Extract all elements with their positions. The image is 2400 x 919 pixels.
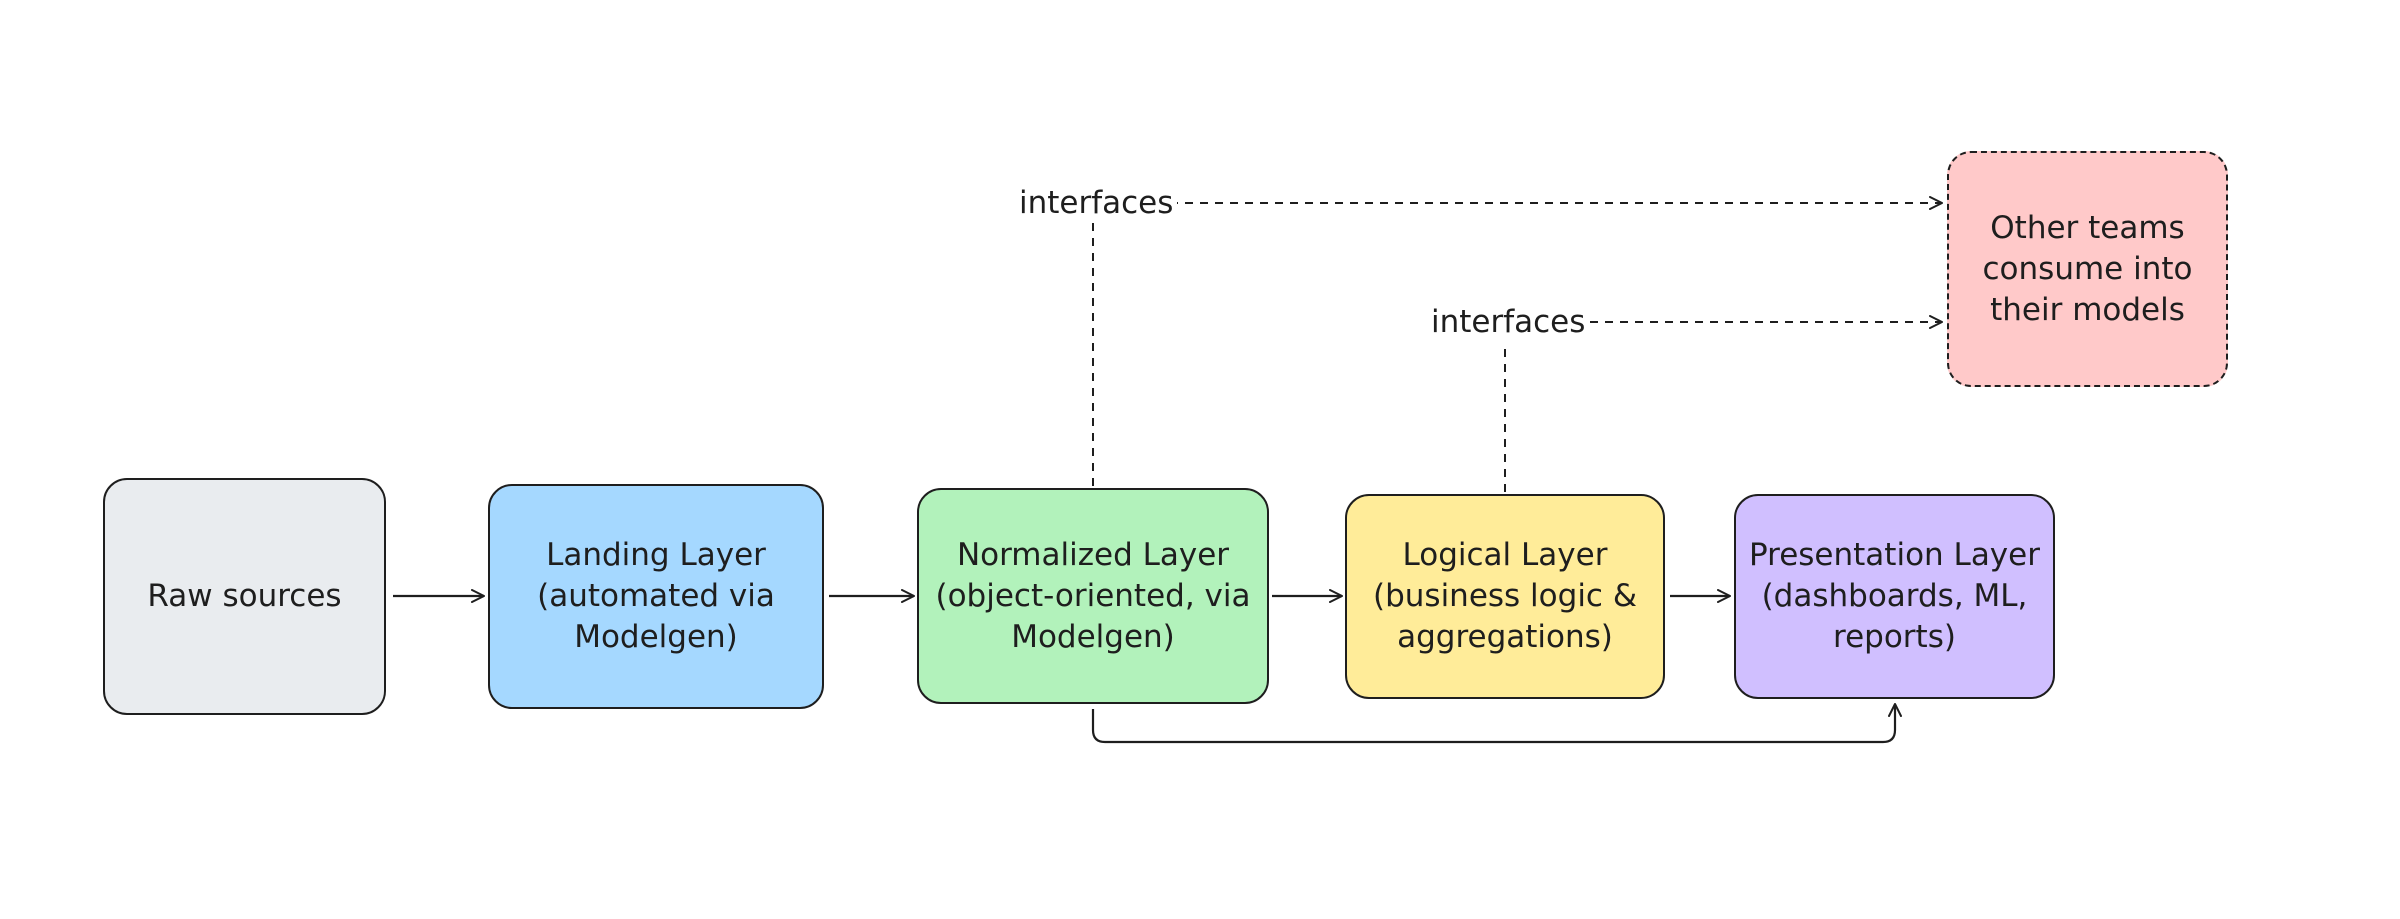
- logical-layer-node: Logical Layer (business logic & aggregat…: [1345, 494, 1665, 699]
- logical-layer-label: Logical Layer (business logic & aggregat…: [1373, 537, 1637, 655]
- normalized-interfaces-label: interfaces: [1015, 183, 1178, 223]
- presentation-layer-node: Presentation Layer (dashboards, ML, repo…: [1734, 494, 2055, 699]
- logical-interfaces-label: interfaces: [1427, 302, 1590, 342]
- raw-sources-label: Raw sources: [147, 578, 342, 614]
- normalized-layer-node: Normalized Layer (object-oriented, via M…: [917, 488, 1269, 704]
- other-teams-node: Other teams consume into their models: [1947, 151, 2228, 387]
- raw-sources-node: Raw sources: [103, 478, 386, 715]
- landing-layer-label: Landing Layer (automated via Modelgen): [537, 537, 775, 655]
- arrow-logical-interfaces: [1504, 315, 1943, 492]
- arrow-normalized-interfaces: [1092, 196, 1943, 486]
- other-teams-label: Other teams consume into their models: [1982, 209, 2193, 328]
- arrow-normalized-to-presentation: [1091, 703, 1902, 744]
- normalized-layer-label: Normalized Layer (object-oriented, via M…: [935, 536, 1251, 655]
- landing-layer-node: Landing Layer (automated via Modelgen): [488, 484, 824, 709]
- presentation-layer-label: Presentation Layer (dashboards, ML, repo…: [1749, 537, 2040, 655]
